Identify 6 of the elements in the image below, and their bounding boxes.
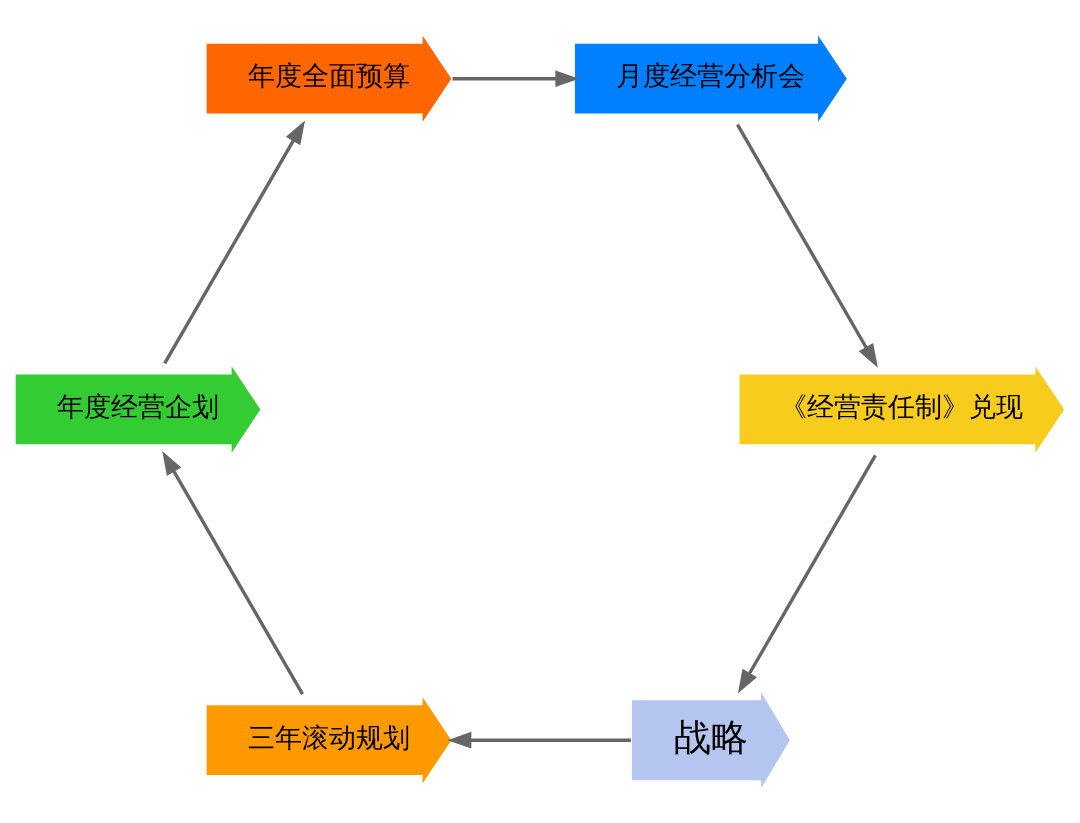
arrow: [737, 454, 877, 694]
arrow: [163, 119, 305, 364]
arrow: [447, 731, 631, 749]
arrow: [736, 123, 878, 368]
arrow: [162, 450, 304, 695]
arrow: [452, 69, 580, 87]
